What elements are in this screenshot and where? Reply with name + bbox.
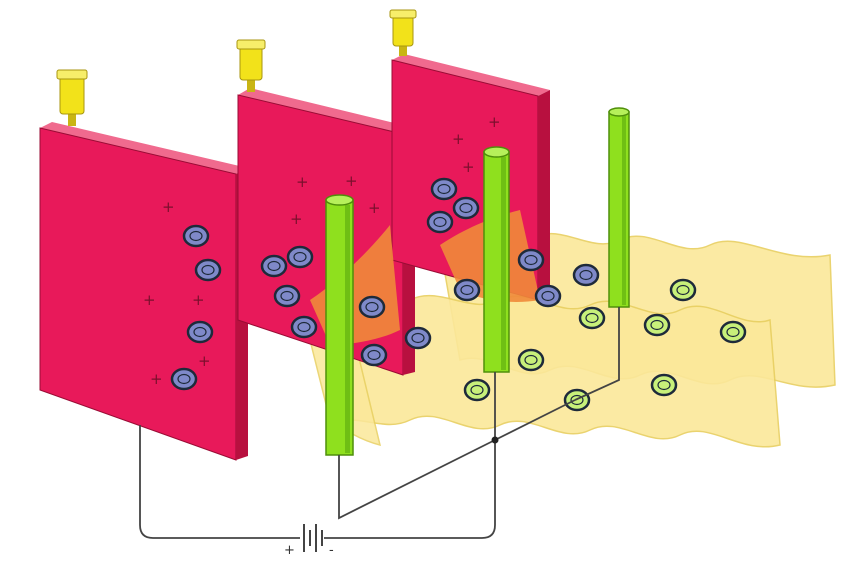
battery-icon: + - (284, 524, 334, 558)
wire-electrode-3 (494, 399, 576, 441)
plus-mark: + (192, 291, 205, 309)
blue-ion-icon (452, 196, 480, 220)
plus-mark: + (296, 173, 309, 191)
plus-mark: + (452, 130, 465, 148)
electrode-3 (608, 107, 630, 308)
wire-electrode-3-drop (574, 307, 620, 401)
plus-mark: + (345, 172, 358, 190)
green-ions (463, 278, 747, 412)
plate-charge-marks: + + + + + + + + + + + + (143, 113, 501, 388)
plus-mark: + (462, 158, 475, 176)
battery-plus-label: + (284, 543, 295, 558)
blue-ion-icon (572, 263, 600, 287)
terminals (56, 9, 417, 126)
green-ion-icon (719, 320, 747, 344)
blue-ions (170, 177, 600, 391)
plus-mark: + (162, 198, 175, 216)
yellow-terminal-icon (56, 69, 88, 126)
blue-ion-icon (426, 210, 454, 234)
plus-mark: + (150, 370, 163, 388)
blue-ion-icon (186, 320, 214, 344)
yellow-terminal-icon (389, 9, 417, 56)
green-ion-icon (669, 278, 697, 302)
plate-1-face (39, 127, 237, 461)
plus-mark: + (368, 199, 381, 217)
blue-ion-icon (430, 177, 458, 201)
electrode-2 (483, 146, 510, 373)
blue-ion-icon (404, 326, 432, 350)
blue-ion-icon (286, 245, 314, 269)
blue-ion-icon (453, 278, 481, 302)
plate-1-top (40, 122, 248, 174)
green-ion-icon (517, 348, 545, 372)
plate-3-side (538, 90, 550, 300)
battery-minus-label: - (329, 543, 334, 558)
plate-2-top (238, 88, 415, 134)
electrode-1 (325, 194, 354, 456)
yellow-terminal-icon (236, 39, 266, 92)
wire-electrode-1 (338, 439, 496, 520)
blue-ion-icon (534, 284, 562, 308)
plus-mark: + (290, 210, 303, 228)
green-ion-icon (463, 378, 491, 402)
plus-mark: + (198, 352, 211, 370)
blue-ion-icon (194, 258, 222, 282)
blue-ion-icon (182, 224, 210, 248)
wire-junction (491, 436, 499, 444)
wire-plate (139, 425, 300, 539)
blue-ion-icon (517, 248, 545, 272)
plus-mark: + (488, 113, 501, 131)
blue-ion-icon (260, 254, 288, 278)
blue-ion-icon (360, 343, 388, 367)
green-ion-icon (650, 373, 678, 397)
blue-ion-icon (358, 295, 386, 319)
plus-mark: + (143, 291, 156, 309)
wire-battery-right (322, 372, 496, 539)
blue-ion-icon (170, 367, 198, 391)
green-ion-icon (578, 306, 606, 330)
blue-ion-icon (290, 315, 318, 339)
wiring (139, 307, 620, 539)
green-ion-icon (643, 313, 671, 337)
plate-3-top (392, 54, 550, 96)
blue-ion-icon (273, 284, 301, 308)
